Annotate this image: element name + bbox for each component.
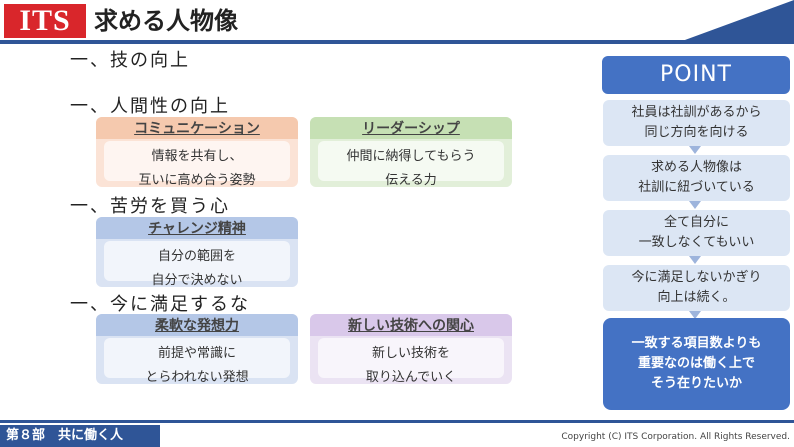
point-item-4-line2: 向上は続く。 — [657, 290, 736, 305]
card-interest-bar — [310, 314, 512, 336]
point-item-4: 今に満足しないかぎり 向上は続く。 — [603, 265, 790, 311]
header-band — [0, 40, 794, 44]
point-conclusion: 一致する項目数よりも 重要なのは働く上で そう在りたいか — [603, 318, 790, 410]
card-interest-line1: 新しい技術を — [371, 346, 450, 361]
down-arrow-icon — [689, 201, 701, 209]
point-panel: POINT 社員は社訓があるから 同じ方向を向ける 求める人物像は 社訓に紐づい… — [600, 56, 790, 412]
card-flexible: 柔軟な発想力 前提や常識に とらわれない発想 — [96, 314, 298, 385]
card-interest: 新しい技術への関心 新しい技術を 取り込んでいく — [310, 314, 512, 385]
card-challenge: チャレンジ精神 自分の範囲を 自分で決めない — [96, 217, 298, 288]
point-item-4-line1: 今に満足しないかぎり — [631, 270, 762, 285]
point-item-3: 全て自分に 一致しなくてもいい — [603, 210, 790, 256]
point-conclusion-line1: 一致する項目数よりも — [631, 336, 762, 351]
card-communication-bar — [96, 117, 298, 139]
card-flexible-bar — [96, 314, 298, 336]
card-flexible-line1: 前提や常識に — [157, 346, 236, 361]
card-communication-body: 情報を共有し、 互いに高め合う姿勢 — [104, 141, 290, 188]
point-item-1-line1: 社員は社訓があるから — [631, 105, 762, 120]
card-interest-label: 新しい技術への関心 — [348, 318, 474, 334]
point-item-2: 求める人物像は 社訓に紐づいている — [603, 155, 790, 201]
point-item-3-line2: 一致しなくてもいい — [638, 235, 755, 250]
point-conclusion-line3: そう在りたいか — [650, 376, 742, 391]
card-challenge-line1: 自分の範囲を — [157, 249, 236, 264]
heading-not-satisfied: 一、今に満足するな — [70, 294, 250, 315]
card-flexible-line2: とらわれない発想 — [145, 370, 249, 385]
card-leadership-body: 仲間に納得してもらう 伝える力 — [318, 141, 504, 188]
footer-band — [0, 420, 794, 423]
card-leadership-label: リーダーシップ — [362, 121, 460, 137]
card-challenge-bar — [96, 217, 298, 239]
card-communication-label: コミュニケーション — [134, 121, 260, 137]
card-communication-line1: 情報を共有し、 — [151, 149, 243, 164]
card-challenge-label: チャレンジ精神 — [148, 221, 246, 237]
heading-skill: 一、技の向上 — [70, 50, 190, 71]
card-leadership-bar — [310, 117, 512, 139]
down-arrow-icon — [689, 256, 701, 264]
point-item-1-line2: 同じ方向を向ける — [644, 125, 749, 140]
header-decoration — [674, 0, 794, 44]
card-flexible-body: 前提や常識に とらわれない発想 — [104, 338, 290, 385]
card-leadership-line1: 仲間に納得してもらう — [346, 149, 476, 164]
card-interest-line2: 取り込んでいく — [365, 370, 457, 385]
card-challenge-line2: 自分で決めない — [151, 273, 243, 288]
card-challenge-body: 自分の範囲を 自分で決めない — [104, 241, 290, 288]
footer-section-label: 第８部 共に働く人 — [0, 425, 160, 447]
point-item-2-line2: 社訓に紐づいている — [638, 180, 755, 195]
slide-footer: 第８部 共に働く人 Copyright (C) ITS Corporation.… — [0, 420, 794, 447]
card-flexible-label: 柔軟な発想力 — [155, 318, 239, 334]
heading-humanity: 一、人間性の向上 — [70, 96, 230, 117]
card-communication-line2: 互いに高め合う姿勢 — [138, 173, 256, 188]
point-conclusion-line2: 重要なのは働く上で — [637, 356, 755, 371]
point-item-3-line1: 全て自分に — [663, 215, 729, 230]
copyright-text: Copyright (C) ITS Corporation. All Right… — [561, 432, 790, 442]
card-leadership: リーダーシップ 仲間に納得してもらう 伝える力 — [310, 117, 512, 188]
down-arrow-icon — [689, 311, 701, 319]
point-item-2-line1: 求める人物像は — [650, 160, 742, 175]
page-title: 求める人物像 — [94, 7, 238, 35]
heading-hardship: 一、苦労を買う心 — [70, 196, 230, 217]
card-interest-body: 新しい技術を 取り込んでいく — [318, 338, 504, 385]
card-communication: コミュニケーション 情報を共有し、 互いに高め合う姿勢 — [96, 117, 298, 188]
point-item-1: 社員は社訓があるから 同じ方向を向ける — [603, 100, 790, 146]
point-title: POINT — [602, 56, 790, 94]
its-logo: ITS — [4, 4, 86, 38]
card-leadership-line2: 伝える力 — [385, 173, 437, 188]
slide-header: ITS 求める人物像 — [0, 0, 794, 44]
down-arrow-icon — [689, 146, 701, 154]
